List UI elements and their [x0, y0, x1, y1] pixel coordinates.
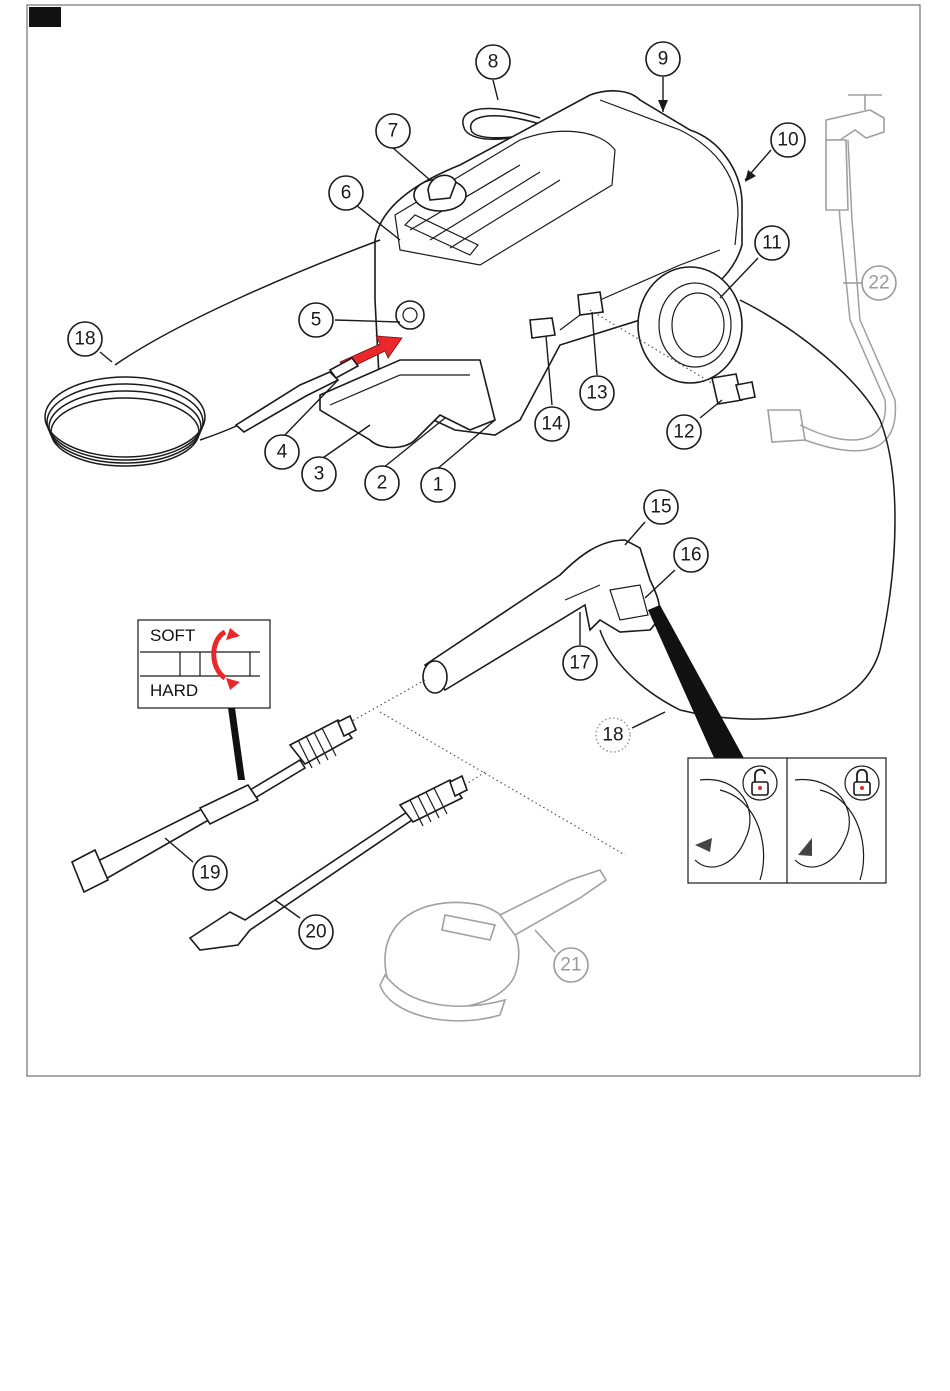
svg-text:11: 11: [762, 233, 782, 254]
svg-text:19: 19: [199, 863, 220, 884]
svg-text:14: 14: [541, 414, 563, 435]
callout-4: 4: [265, 435, 299, 469]
callout-2: 2: [365, 466, 399, 500]
callout-7: 7: [376, 114, 410, 148]
wash-brush: [380, 870, 606, 1021]
callout-3: 3: [302, 457, 336, 491]
callout-19: 19: [193, 856, 227, 890]
svg-text:12: 12: [673, 422, 694, 443]
callout-15: 15: [644, 490, 678, 524]
callout-18-hose: 18: [68, 322, 102, 356]
callout-10: 10: [771, 123, 805, 157]
soft-label: SOFT: [150, 626, 195, 645]
svg-text:16: 16: [680, 545, 701, 566]
svg-text:18: 18: [602, 725, 623, 746]
nozzle-adjust-inset: SOFT HARD: [138, 620, 270, 780]
callout-9: 9: [646, 42, 680, 76]
svg-text:7: 7: [388, 121, 399, 142]
callout-14: 14: [535, 407, 569, 441]
callout-13: 13: [580, 376, 614, 410]
svg-text:9: 9: [658, 49, 669, 70]
trigger-lock-inset: [648, 605, 886, 883]
svg-text:18: 18: [74, 329, 95, 350]
callout-21: 21: [554, 948, 588, 982]
svg-text:5: 5: [311, 310, 322, 331]
callout-12: 12: [667, 415, 701, 449]
svg-text:6: 6: [341, 183, 352, 204]
svg-text:2: 2: [377, 473, 388, 494]
unlocked-padlock-icon: [743, 766, 777, 800]
svg-text:3: 3: [314, 464, 325, 485]
svg-text:13: 13: [586, 383, 607, 404]
svg-text:8: 8: [488, 52, 499, 73]
svg-text:22: 22: [868, 273, 889, 294]
callout-17: 17: [563, 646, 597, 680]
svg-text:20: 20: [305, 922, 326, 943]
svg-text:21: 21: [560, 955, 581, 976]
svg-text:4: 4: [277, 442, 288, 463]
callout-22: 22: [862, 266, 896, 300]
callout-18-gun-hose: 18: [596, 718, 630, 752]
hard-label: HARD: [150, 681, 198, 700]
svg-text:1: 1: [433, 475, 444, 496]
locked-padlock-icon: [845, 766, 879, 800]
callout-8: 8: [476, 45, 510, 79]
callout-11: 11: [755, 226, 789, 260]
svg-text:17: 17: [569, 653, 590, 674]
callout-1: 1: [421, 468, 455, 502]
svg-text:10: 10: [777, 130, 798, 151]
callout-16: 16: [674, 538, 708, 572]
callout-20: 20: [299, 915, 333, 949]
callout-6: 6: [329, 176, 363, 210]
figure-marker: [29, 7, 61, 27]
svg-text:15: 15: [650, 497, 671, 518]
callout-5: 5: [299, 303, 333, 337]
